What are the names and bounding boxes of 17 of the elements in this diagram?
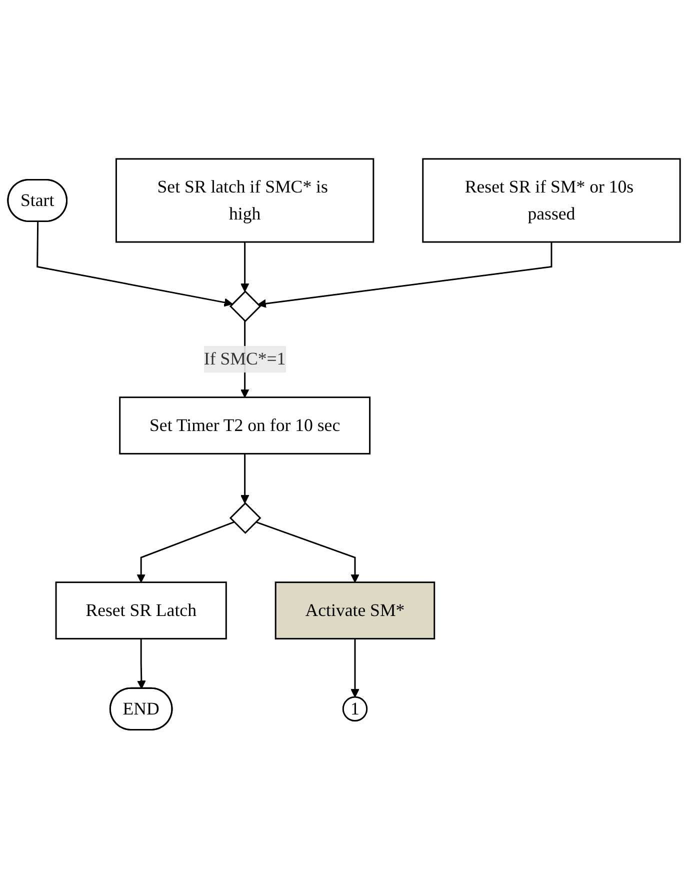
arrow — [36, 221, 233, 306]
arrow — [350, 638, 360, 698]
node-box: Reset SR Latch — [55, 581, 227, 640]
arrow — [240, 242, 250, 292]
node-diamond — [229, 290, 262, 322]
node-diamond — [229, 502, 262, 534]
arrow — [137, 638, 146, 689]
arrow — [258, 242, 552, 308]
edge-label: If SMC*=1 — [204, 348, 286, 368]
node-circle: 1 — [342, 696, 368, 722]
node-box: Set Timer T2 on for 10 sec — [119, 396, 371, 454]
node-box: Reset SR if SM* or 10s passed — [422, 158, 681, 242]
node-box: Set SR latch if SMC* is high — [115, 158, 374, 242]
arrow — [240, 453, 250, 504]
node-box: Activate SM* — [274, 581, 436, 640]
arrow — [255, 520, 360, 582]
arrow — [136, 521, 234, 582]
